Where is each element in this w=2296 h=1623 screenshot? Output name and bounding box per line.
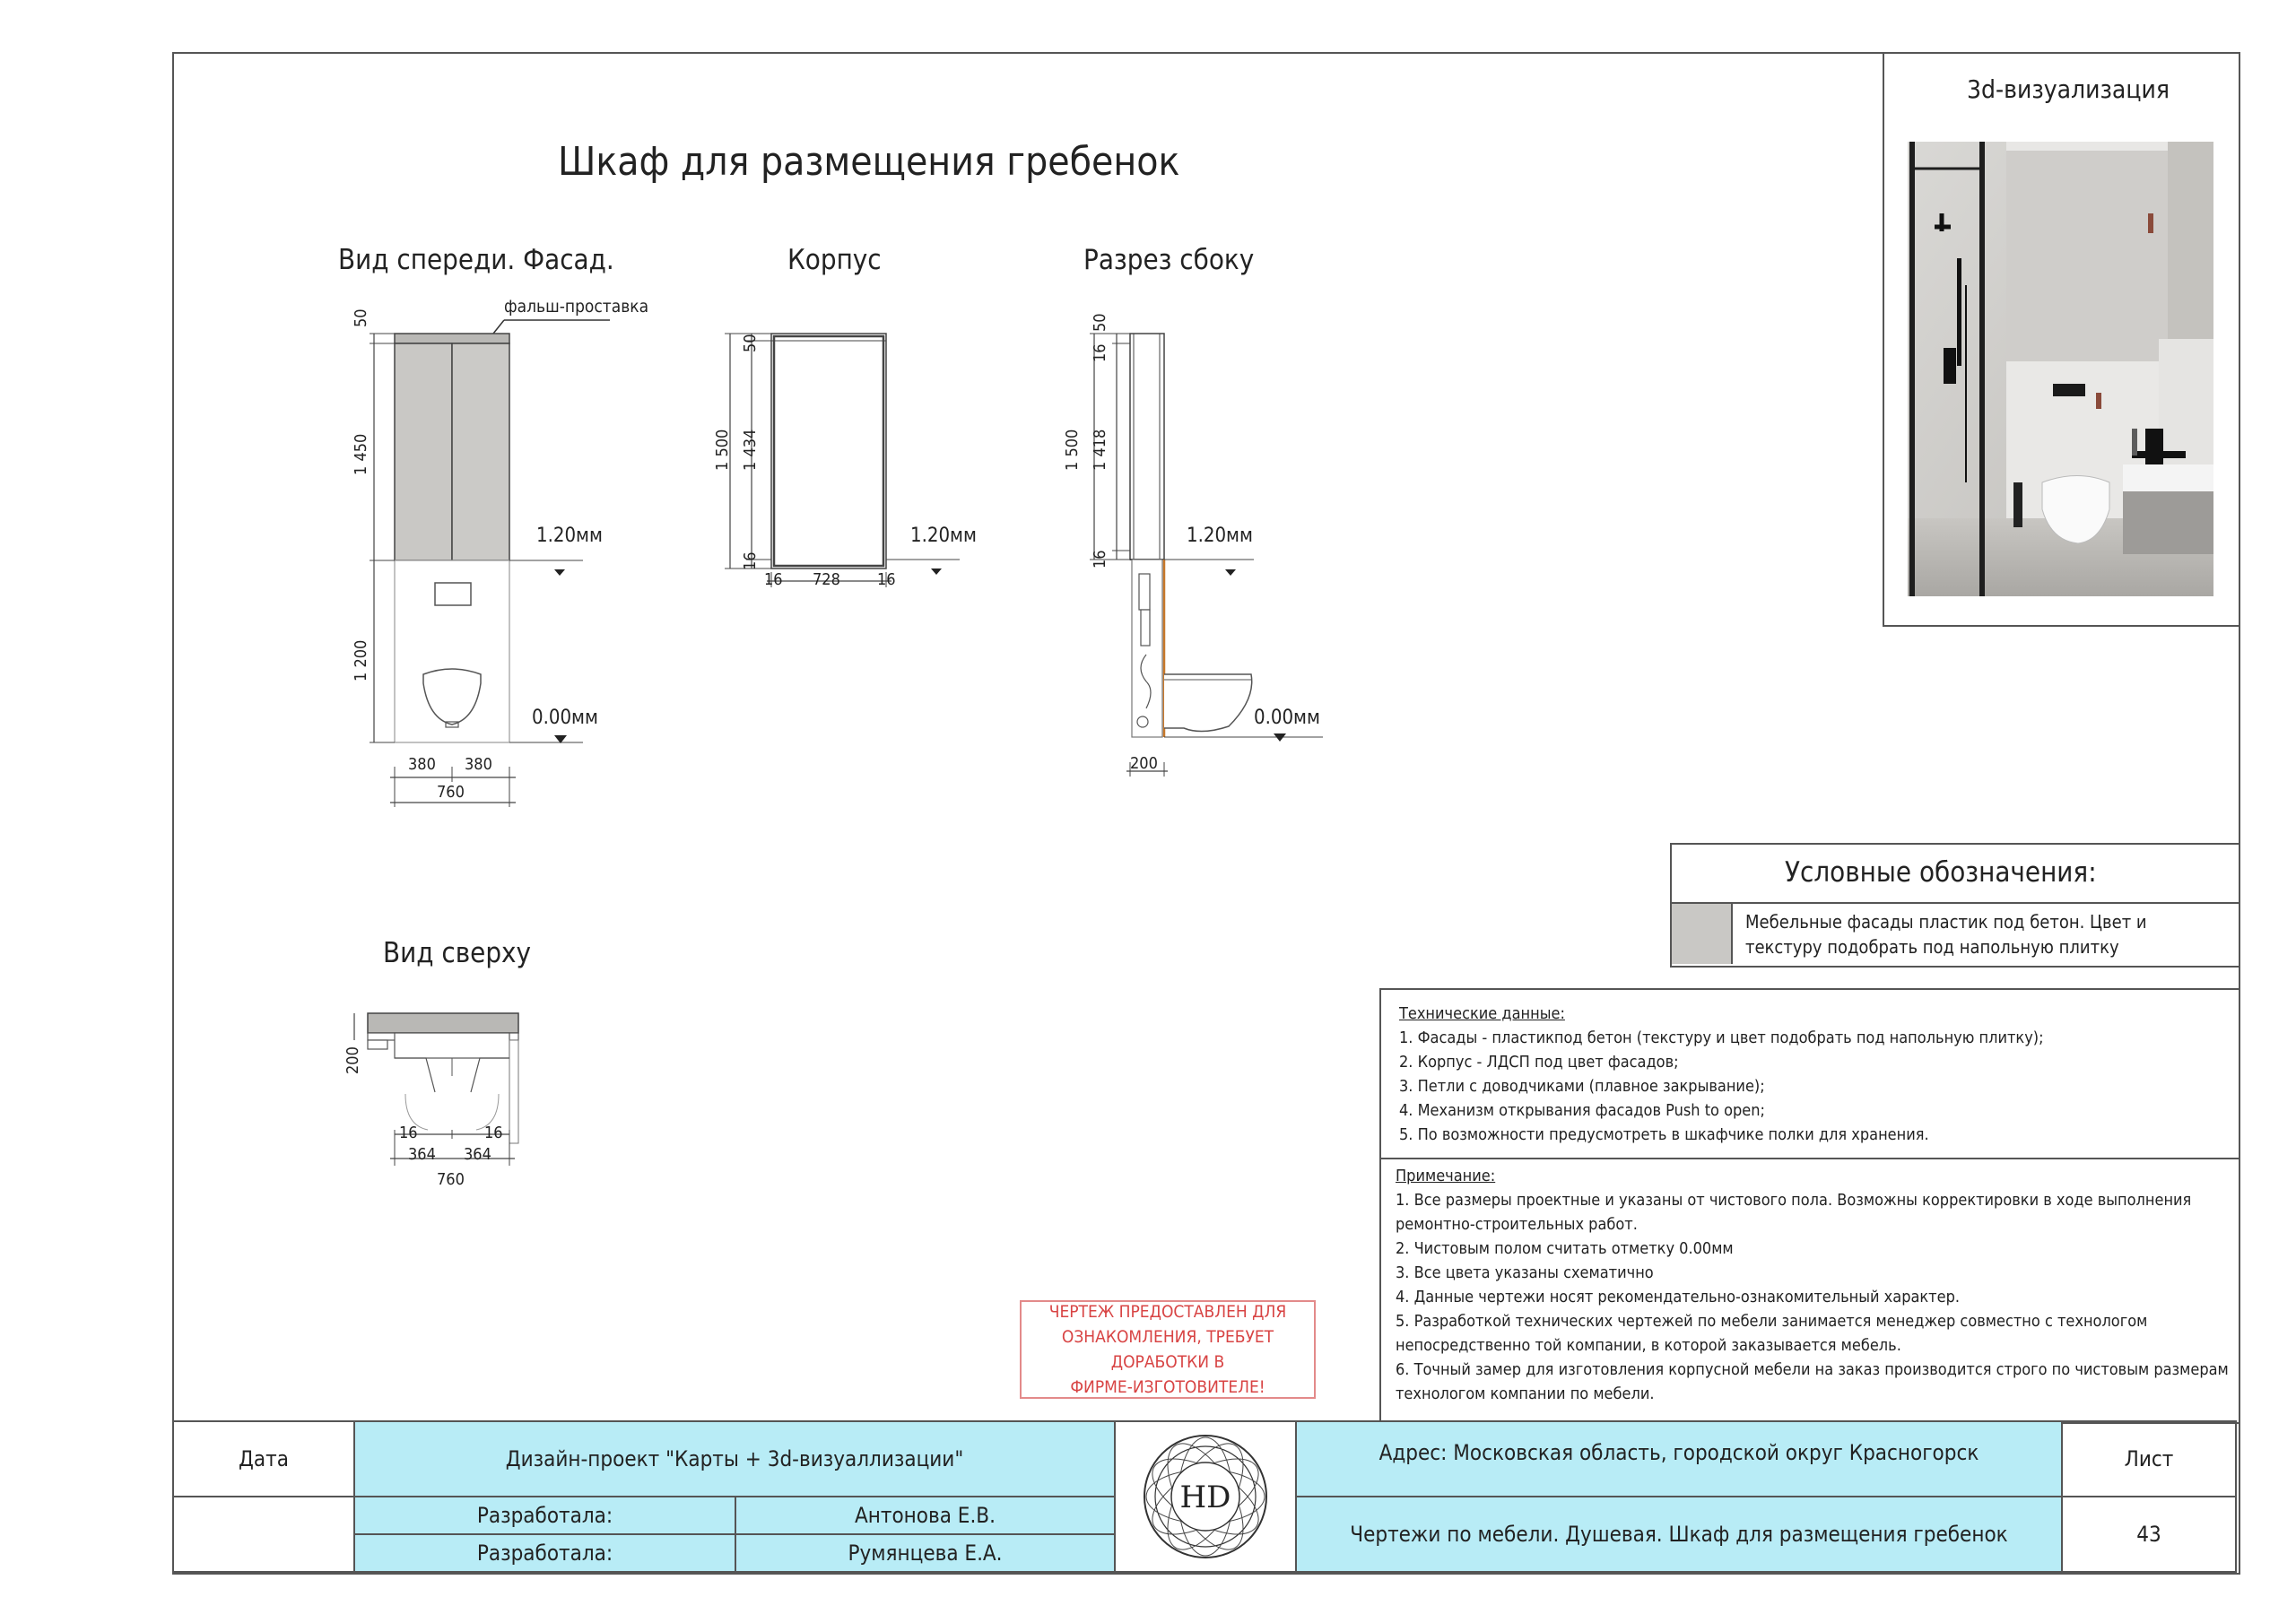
dev-name-1: Антонова Е.В. [855,1503,996,1528]
section-dim-50: 50 [1091,313,1109,332]
body-dim-16-right: 16 [877,570,896,589]
tech-data-header: Технические данные: [1399,1004,1565,1023]
dev-name-2: Румянцева Е.А. [848,1541,1003,1566]
note-block: Примечание: 1. Все размеры проектные и у… [1396,1164,2229,1406]
drawing-name-cell: Чертежи по мебели. Душевая. Шкаф для раз… [1295,1496,2063,1573]
warning-stamp: ЧЕРТЕЖ ПРЕДОСТАВЛЕН ДЛЯ ОЗНАКОМЛЕНИЯ, ТР… [1020,1300,1316,1399]
section-dim-16-top: 16 [1091,343,1109,362]
body-dim-728: 728 [813,570,840,589]
section-dim-16-bottom: 16 [1091,550,1109,568]
top-view-title: Вид сверху [383,937,532,969]
body-view-title: Корпус [787,244,882,276]
drawing-name: Чертежи по мебели. Душевая. Шкаф для раз… [1350,1522,2008,1547]
notes-divider [1381,1158,2239,1159]
sheet-number: 43 [2136,1522,2161,1547]
stamp-line: ЧЕРТЕЖ ПРЕДОСТАВЛЕН ДЛЯ [1048,1302,1287,1322]
sheet-label: Лист [2124,1446,2174,1471]
body-level: 1.20мм [910,525,977,547]
hd-logo-icon: HD [1144,1435,1267,1558]
section-view-title: Разрез сбоку [1083,244,1255,276]
legend-swatch [1672,904,1733,964]
date-label-cell: Дата [172,1420,355,1497]
logo-cell: HD [1114,1420,1297,1573]
section-dim-200: 200 [1130,754,1158,773]
dev-label-1: Разработала: [476,1503,613,1528]
legend-title: Условные обозначения: [1785,856,2097,889]
section-level-top: 1.20мм [1187,525,1253,547]
date-value-cell [172,1496,355,1573]
note-line: 4. Данные чертежи носят рекомендательно-… [1396,1288,1960,1306]
project-name: Дизайн-проект "Карты + 3d-визуаллизации" [505,1446,964,1471]
top-dim-364-left: 364 [408,1145,436,1164]
section-dim-1418: 1 418 [1091,429,1109,471]
stamp-line: ФИРМЕ-ИЗГОТОВИТЕЛЕ! [1070,1377,1265,1397]
tech-data-block: Технические данные: 1. Фасады - пластикп… [1399,1002,2044,1147]
front-dim-380-left: 380 [408,755,436,774]
section-dim-1500: 1 500 [1063,429,1082,471]
body-dim-1500: 1 500 [713,429,732,471]
front-level-top: 1.20мм [536,525,603,547]
top-dim-200: 200 [344,1046,362,1074]
top-dim-16-right: 16 [484,1124,503,1142]
visualization-title: 3d-визуализация [1967,74,2170,104]
note-line: непосредственно той компании, в которой … [1396,1336,1901,1355]
note-line: 6. Точный замер для изготовления корпусн… [1396,1360,2229,1379]
note-line: ремонтно-строительных работ. [1396,1215,1638,1234]
logo-text: HD [1180,1480,1231,1515]
date-label: Дата [239,1446,289,1471]
note-header: Примечание: [1396,1167,1496,1185]
address-cell: Адрес: Московская область, городской окр… [1295,1420,2063,1497]
address-text: Адрес: Московская область, городской окр… [1378,1440,1979,1465]
body-dim-16-left: 16 [764,570,783,589]
note-line: 3. Все цвета указаны схематично [1396,1263,1654,1282]
front-view-drawing [370,319,610,807]
front-dim-760: 760 [437,783,465,802]
dev-name-cell-2: Румянцева Е.А. [735,1533,1116,1573]
body-dim-50: 50 [741,334,760,352]
sheet-frame [172,52,2240,1575]
front-dim-380-right: 380 [465,755,492,774]
dev-label-cell-2: Разработала: [353,1533,736,1573]
front-dim-1450: 1 450 [352,433,370,475]
tech-data-line: 5. По возможности предусмотреть в шкафчи… [1399,1125,1929,1144]
top-dim-364-right: 364 [464,1145,491,1164]
note-line: 5. Разработкой технических чертежей по м… [1396,1312,2148,1331]
top-dim-760: 760 [437,1170,465,1189]
tech-data-line: 2. Корпус - ЛДСП под цвет фасадов; [1399,1053,1679,1072]
dev-label-cell-1: Разработала: [353,1496,736,1535]
dev-label-2: Разработала: [476,1541,613,1566]
note-line: 2. Чистовым полом считать отметку 0.00мм [1396,1239,1734,1258]
body-dim-16: 16 [741,551,760,570]
top-dim-16-left: 16 [399,1124,418,1142]
legend-divider [1672,902,2239,904]
sheet-number-cell: 43 [2061,1496,2237,1573]
section-view-drawing [1090,333,1323,777]
sheet-title: Шкаф для размещения гребенок [558,139,1180,185]
front-dim-1200: 1 200 [352,639,370,681]
legend-panel [1670,843,2240,968]
stamp-line: ОЗНАКОМЛЕНИЯ, ТРЕБУЕТ ДОРАБОТКИ В [1061,1327,1274,1372]
top-view-drawing [353,1012,519,1166]
tech-data-line: 4. Механизм открывания фасадов Push to o… [1399,1101,1765,1120]
front-dim-50: 50 [352,308,370,327]
project-cell: Дизайн-проект "Карты + 3d-визуаллизации" [353,1420,1116,1497]
sheet-label-cell: Лист [2061,1420,2237,1497]
front-level-bottom: 0.00мм [532,707,598,729]
body-view-drawing [725,333,960,587]
false-panel-label: фальш-проставка [504,297,649,317]
tech-data-line: 1. Фасады - пластикпод бетон (текстуру и… [1399,1028,2044,1047]
legend-item-text: Мебельные фасады пластик под бетон. Цвет… [1745,911,2147,958]
front-view-title: Вид спереди. Фасад. [338,244,614,276]
section-level-bottom: 0.00мм [1254,707,1320,729]
body-dim-1434: 1 434 [741,429,760,471]
note-line: 1. Все размеры проектные и указаны от чи… [1396,1191,2192,1210]
dev-name-cell-1: Антонова Е.В. [735,1496,1116,1535]
note-line: технологом компании по мебели. [1396,1384,1655,1403]
tech-data-line: 3. Петли с доводчиками (плавное закрыван… [1399,1077,1765,1096]
visualization-image [1908,142,2213,596]
